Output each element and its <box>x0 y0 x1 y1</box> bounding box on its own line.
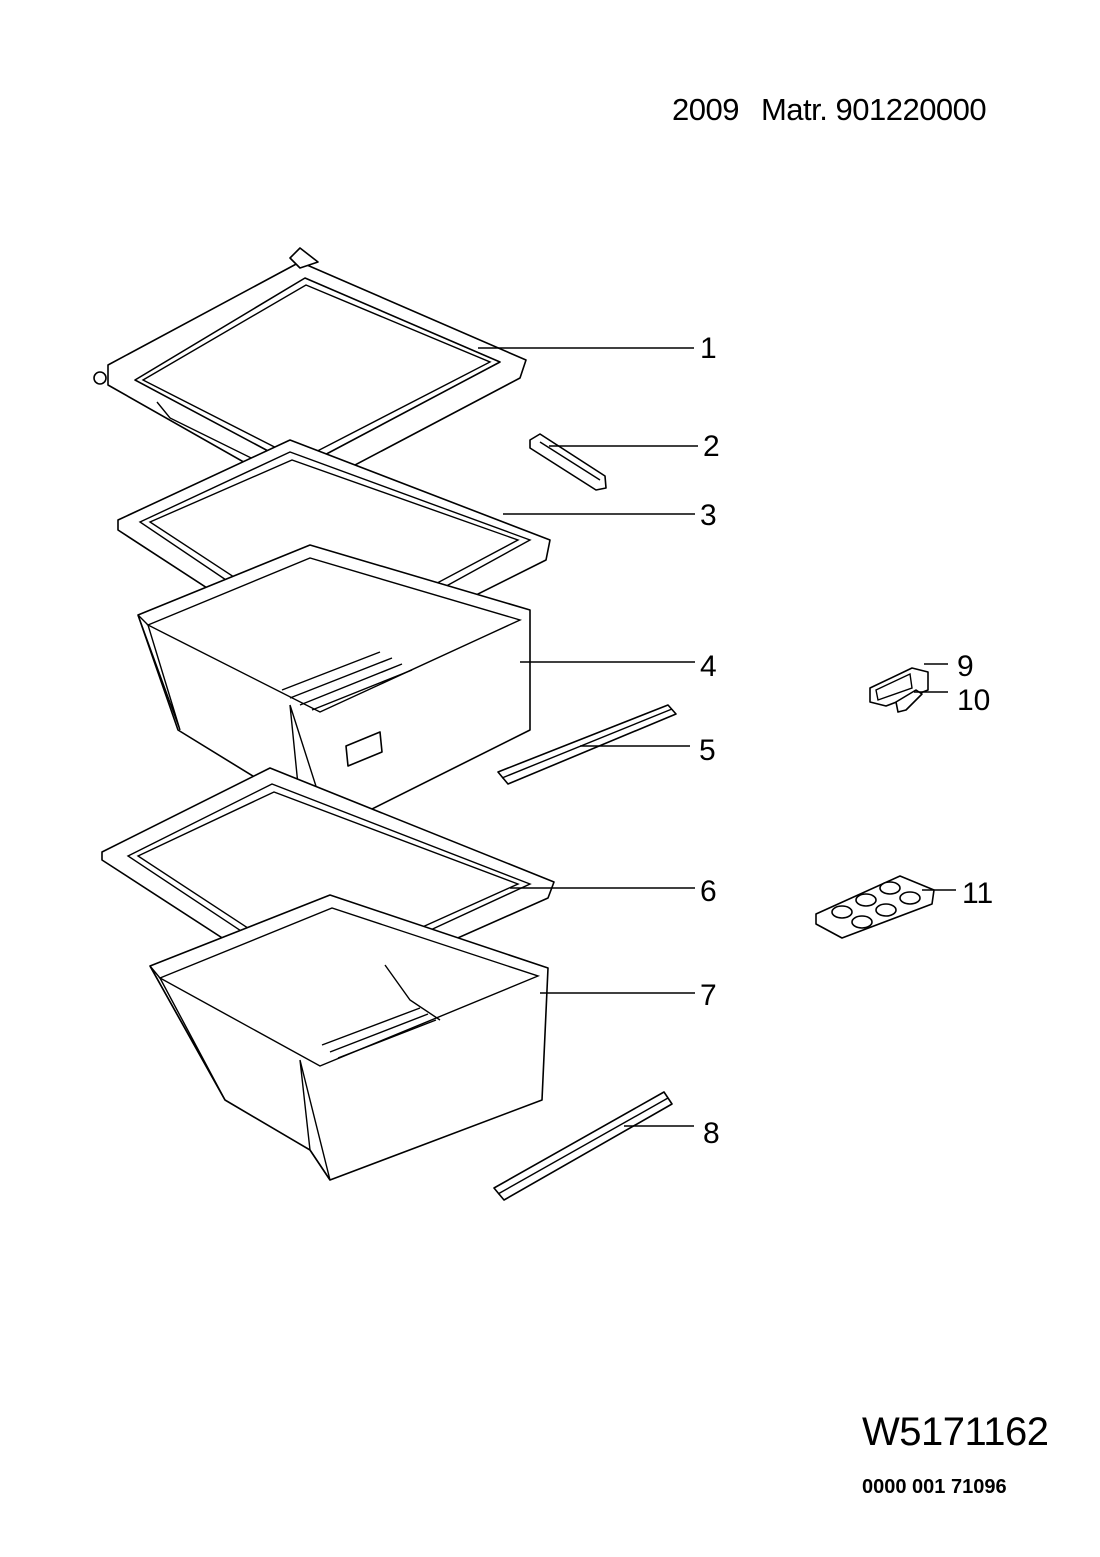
part-2-bracket <box>529 433 607 491</box>
part-7-drawer <box>149 894 549 1181</box>
part-label-8: 8 <box>703 1117 720 1150</box>
part-label-5: 5 <box>699 734 716 767</box>
part-label-9: 9 <box>957 650 974 683</box>
part-label-11: 11 <box>962 877 993 910</box>
part-1-glass-shelf <box>93 247 527 495</box>
part-4-drawer <box>137 544 531 833</box>
part-label-6: 6 <box>700 875 717 908</box>
part-label-1: 1 <box>700 332 717 365</box>
part-label-4: 4 <box>700 650 717 683</box>
header-year: 2009 <box>672 92 739 127</box>
leader-lines <box>478 347 956 1127</box>
part-10-clip <box>895 689 923 713</box>
document-serial: 0000 001 71096 <box>862 1476 1007 1498</box>
part-11-egg-tray <box>815 875 935 939</box>
part-9-clip <box>869 667 929 707</box>
part-label-3: 3 <box>700 499 717 532</box>
header: 2009 Matr. 901220000 <box>672 92 987 128</box>
header-material: Matr. 901220000 <box>760 92 987 127</box>
document-code: W5171162 <box>862 1410 1049 1454</box>
part-label-10: 10 <box>957 684 990 717</box>
part-label-2: 2 <box>703 430 720 463</box>
part-8-rail <box>493 1091 673 1201</box>
part-label-7: 7 <box>700 979 717 1012</box>
part-5-rail <box>497 704 677 785</box>
